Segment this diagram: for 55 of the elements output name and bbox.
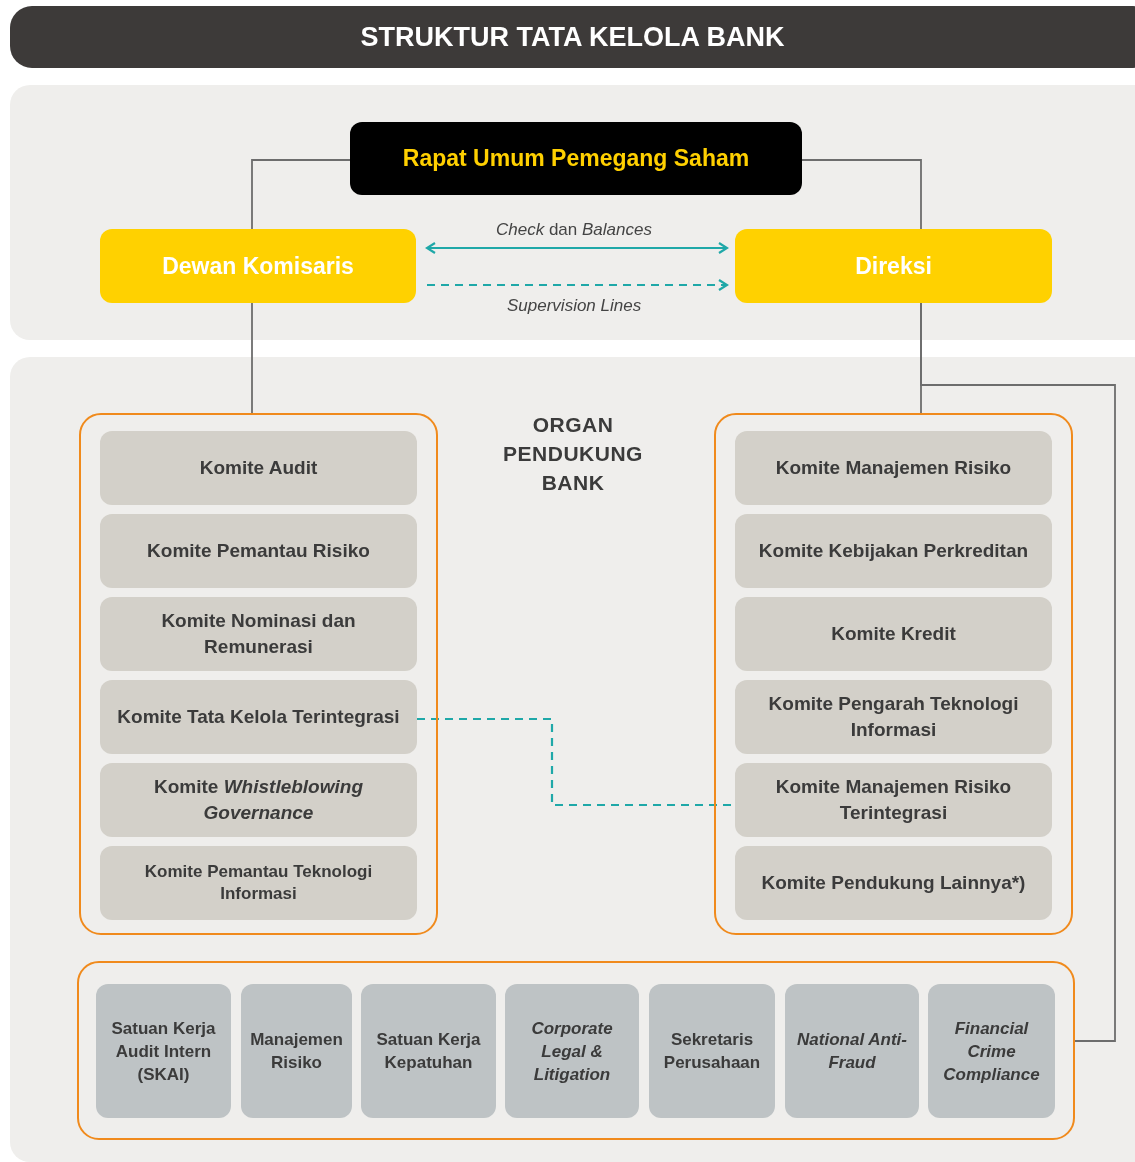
unit-name: Manajemen Risiko [249,1029,344,1074]
committee-box [100,763,417,837]
committee-name: Komite Nominasi dan Remunerasi [160,609,357,659]
unit-name: Satuan Kerja Kepatuhan [375,1029,482,1074]
committee-box [100,431,417,505]
arrow [425,241,729,255]
group-frame [79,413,438,935]
committee-name: Komite Audit [199,456,318,480]
unit-box [96,984,231,1118]
group-frame [714,413,1073,935]
committee-name: Komite Manajemen Risiko Terintegrasi [774,775,1013,825]
connector-line [920,302,1116,1042]
unit-box [928,984,1055,1118]
section-heading: ORGAN PENDUKUNG BANK [502,412,644,496]
committee-box [735,763,1052,837]
committee-box [735,597,1052,671]
rectangle-box [735,229,1052,303]
committee-box [735,431,1052,505]
connector-line [801,159,922,230]
committee-name: Komite Whistleblowing Governance [153,775,364,825]
node-title: Rapat Umum Pemegang Saham [402,145,750,172]
unit-box [241,984,352,1118]
committee-box [735,680,1052,754]
committee-name: Komite Pemantau Risiko [147,539,370,563]
unit-name: Satuan Kerja Audit Intern (SKAI) [110,1017,217,1086]
committee-name: Komite Kebijakan Perkreditan [758,539,1029,563]
group-frame [77,961,1075,1140]
committee-name: Komite Tata Kelola Terintegrasi [117,705,400,729]
committee-box [735,514,1052,588]
node-title: Dewan Komisaris [162,252,354,280]
committee-name: Komite Pengarah Teknologi Informasi [767,692,1020,742]
arrow [427,278,729,292]
title-text: STRUKTUR TATA KELOLA BANK [360,21,785,53]
rectangle-box [100,229,416,303]
committee-box [100,597,417,671]
committee-box [100,680,417,754]
committee-box [100,514,417,588]
node-title: Direksi [855,252,932,280]
unit-box [649,984,775,1118]
unit-name: National Anti-Fraud [796,1029,908,1074]
committee-box [100,846,417,920]
unit-name: Financial Crime Compliance [942,1017,1041,1086]
unit-box [505,984,639,1118]
connector-line [251,159,351,230]
committee-name: Komite Kredit [831,622,956,646]
connector-line [251,302,253,414]
unit-box [361,984,496,1118]
committee-name: Komite Manajemen Risiko [775,456,1012,480]
unit-name: Corporate Legal & Litigation [530,1017,614,1086]
committee-name: Komite Pemantau Teknologi Informasi [143,861,374,905]
unit-box [785,984,919,1118]
committee-box [735,846,1052,920]
unit-name: Sekretaris Perusahaan [662,1029,762,1074]
rectangle-box [350,122,802,195]
committee-name: Komite Pendukung Lainnya*) [761,871,1026,895]
